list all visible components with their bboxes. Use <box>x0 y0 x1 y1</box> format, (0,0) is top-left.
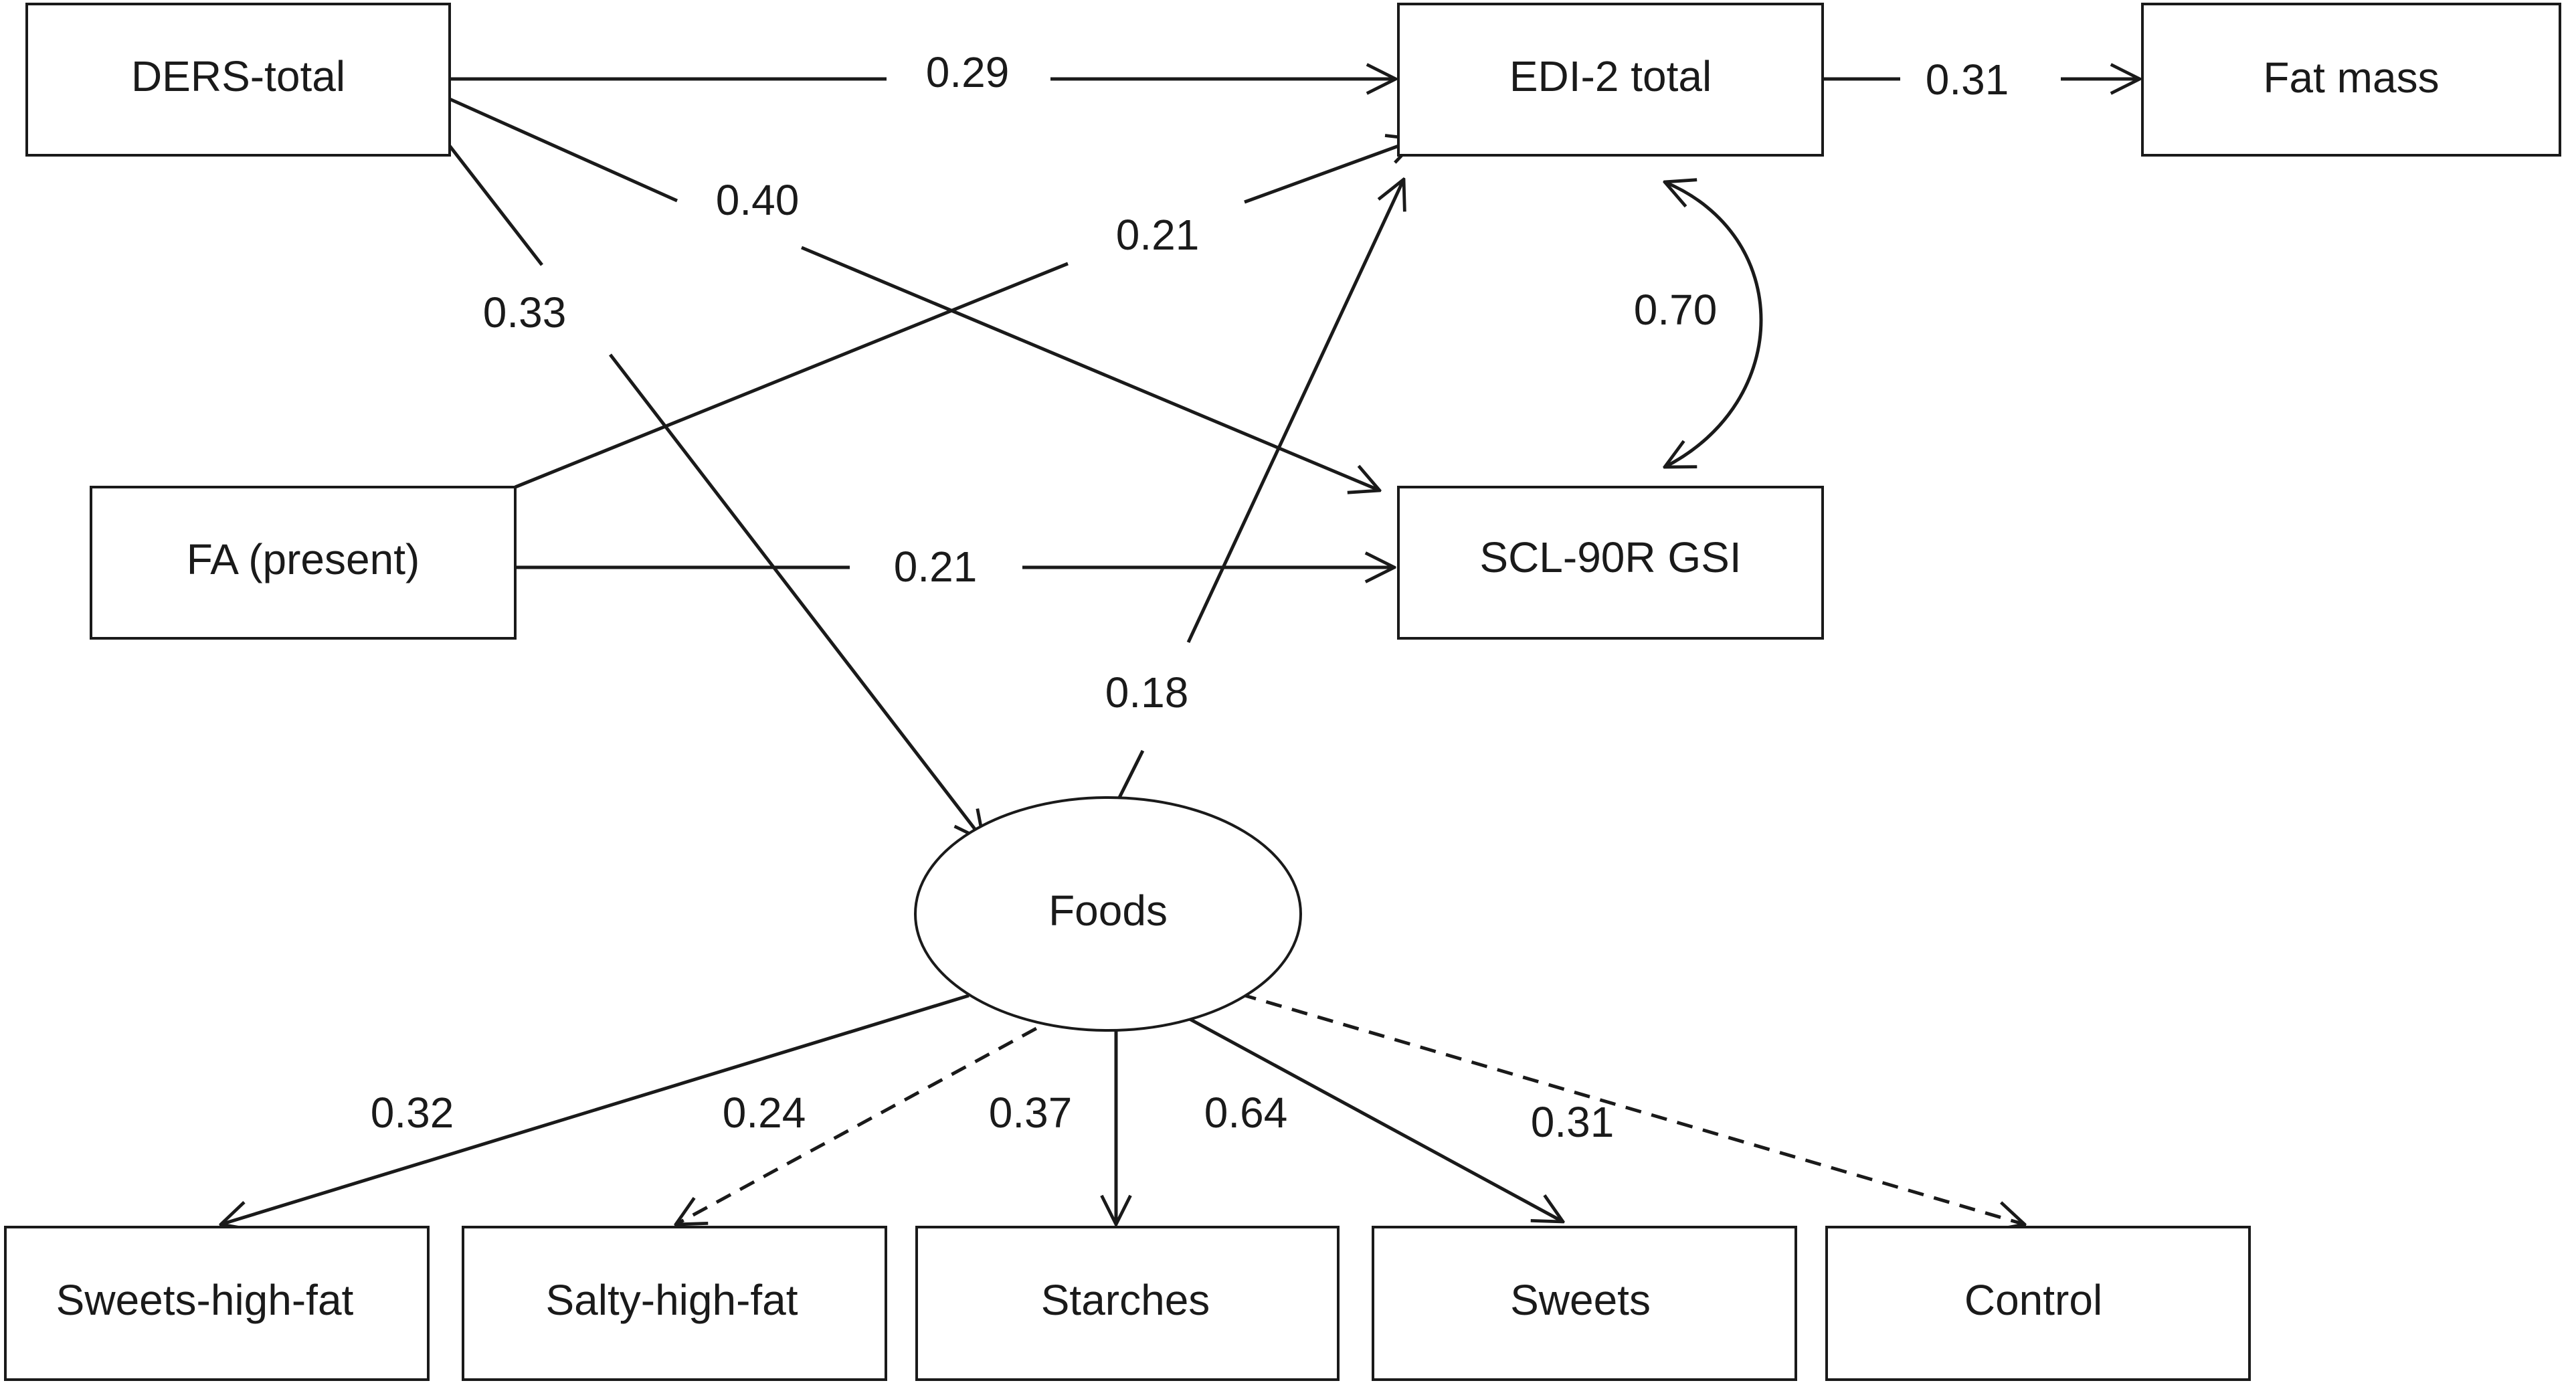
edge-ders-to-foods <box>448 145 543 266</box>
coef-ders-edi: 0.29 <box>926 48 1010 96</box>
node-salty-high-fat: Salty-high-fat <box>462 1226 887 1381</box>
edge-ders-to-scl <box>448 97 678 203</box>
coef-fa-edi: 0.21 <box>1116 211 1200 259</box>
edge-foods-to-control <box>1240 992 2025 1224</box>
edge-foods-to-sweets <box>1187 1016 1563 1222</box>
node-fat-mass: Fat mass <box>2141 3 2561 157</box>
node-fa-present: FA (present) <box>90 486 517 640</box>
node-label: Salty-high-fat <box>545 1276 798 1324</box>
node-label: Fat mass <box>2263 54 2439 102</box>
coef-fa-scl: 0.21 <box>894 543 978 591</box>
node-label: EDI-2 total <box>1509 52 1712 100</box>
node-label: Sweets <box>1510 1276 1651 1324</box>
node-label: Sweets-high-fat <box>56 1276 354 1324</box>
node-control: Control <box>1825 1226 2251 1381</box>
node-label: DERS-total <box>131 52 345 100</box>
node-sweets: Sweets <box>1372 1226 1797 1381</box>
node-label: SCL-90R GSI <box>1479 533 1741 581</box>
node-label: Starches <box>1041 1276 1210 1324</box>
coef-edi-fat-mass: 0.31 <box>1926 56 2009 104</box>
node-foods-latent: Foods <box>914 796 1302 1032</box>
coef-ders-scl: 0.40 <box>716 176 800 224</box>
coef-foods-starches: 0.37 <box>989 1089 1073 1137</box>
edge-ders-to-foods <box>609 353 984 840</box>
edge-ders-to-scl <box>801 246 1380 490</box>
node-edi-2-total: EDI-2 total <box>1397 3 1824 157</box>
edge-fa-to-edi <box>1244 139 1417 204</box>
node-starches: Starches <box>915 1226 1340 1381</box>
edge-foods-to-edi <box>1186 179 1404 644</box>
edge-fa-to-edi <box>515 262 1069 489</box>
coef-foods-edi: 0.18 <box>1105 668 1189 717</box>
edge-foods-to-salty-high-fat <box>676 1014 1061 1224</box>
node-ders-total: DERS-total <box>25 3 451 157</box>
node-scl-90r-gsi: SCL-90R GSI <box>1397 486 1824 640</box>
node-label: Control <box>1964 1276 2102 1324</box>
coef-foods-sweets-high-fat: 0.32 <box>371 1089 454 1137</box>
edge-foods-to-sweets-high-fat <box>221 994 970 1224</box>
coef-ders-foods: 0.33 <box>483 288 567 337</box>
node-label: FA (present) <box>187 535 420 583</box>
coef-foods-control: 0.31 <box>1531 1098 1615 1146</box>
coef-foods-sweets: 0.64 <box>1204 1089 1288 1137</box>
coef-edi-scl-covariance: 0.70 <box>1634 286 1718 334</box>
node-label: Foods <box>1048 887 1168 935</box>
node-sweets-high-fat: Sweets-high-fat <box>4 1226 430 1381</box>
coef-foods-salty-high-fat: 0.24 <box>723 1089 806 1137</box>
edge-edi-scl-covariance <box>1665 182 1763 467</box>
